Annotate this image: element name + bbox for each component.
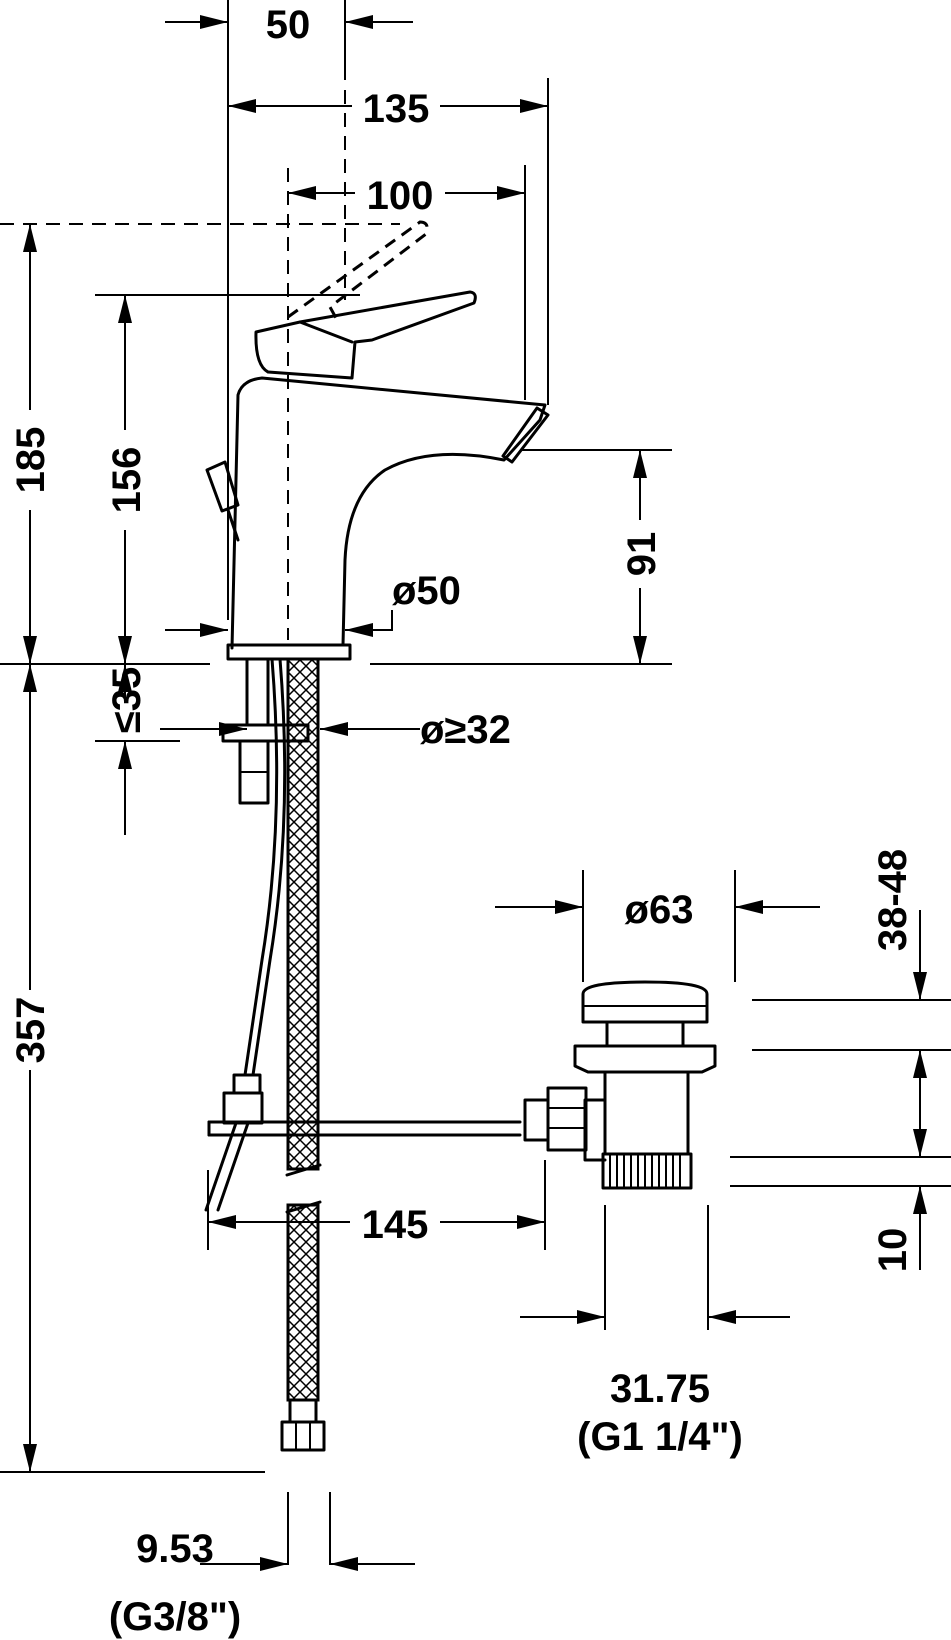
- dim-spout-top-height: 156: [105, 447, 149, 514]
- dimension-labels: 50 135 100 185 156 91 ø50 ≤35 ø≥32 357 ø…: [9, 3, 915, 1639]
- dim-hole-diameter: ø≥32: [420, 708, 511, 752]
- dim-spout-reach: 100: [367, 174, 434, 218]
- dim-waste-diameter: ø63: [625, 888, 694, 932]
- dim-hose-connection-size: 9.53: [136, 1527, 214, 1571]
- dim-waste-thread-standard: (G1 1/4"): [577, 1415, 743, 1459]
- dim-counter-thickness: ≤35: [105, 667, 149, 733]
- dim-hose-connection-standard: (G3/8"): [109, 1595, 241, 1639]
- dim-hose-length: 357: [9, 997, 53, 1064]
- lever-handle: [254, 290, 477, 380]
- hose-connector: [280, 1398, 326, 1452]
- dim-waste-thread-length: 10: [871, 1228, 915, 1273]
- dim-total-height: 185: [9, 427, 53, 494]
- dim-waste-height-range: 38-48: [871, 849, 915, 951]
- faucet-body: [205, 376, 550, 661]
- braided-hose: [285, 657, 322, 1402]
- lever-handle-open-position: [287, 220, 429, 319]
- dim-pull-rod-distance: 145: [362, 1203, 429, 1247]
- dim-overall-depth: 135: [363, 87, 430, 131]
- dim-waste-thread-size: 31.75: [610, 1367, 710, 1411]
- pop-up-rod: [204, 657, 522, 1212]
- dim-spout-outlet-height: 91: [620, 532, 664, 577]
- dim-base-diameter: ø50: [392, 569, 461, 613]
- dim-handle-offset: 50: [266, 3, 311, 47]
- dimension-arrows: [23, 15, 927, 1571]
- pop-up-waste: [523, 980, 717, 1190]
- extension-lines: [0, 0, 951, 1565]
